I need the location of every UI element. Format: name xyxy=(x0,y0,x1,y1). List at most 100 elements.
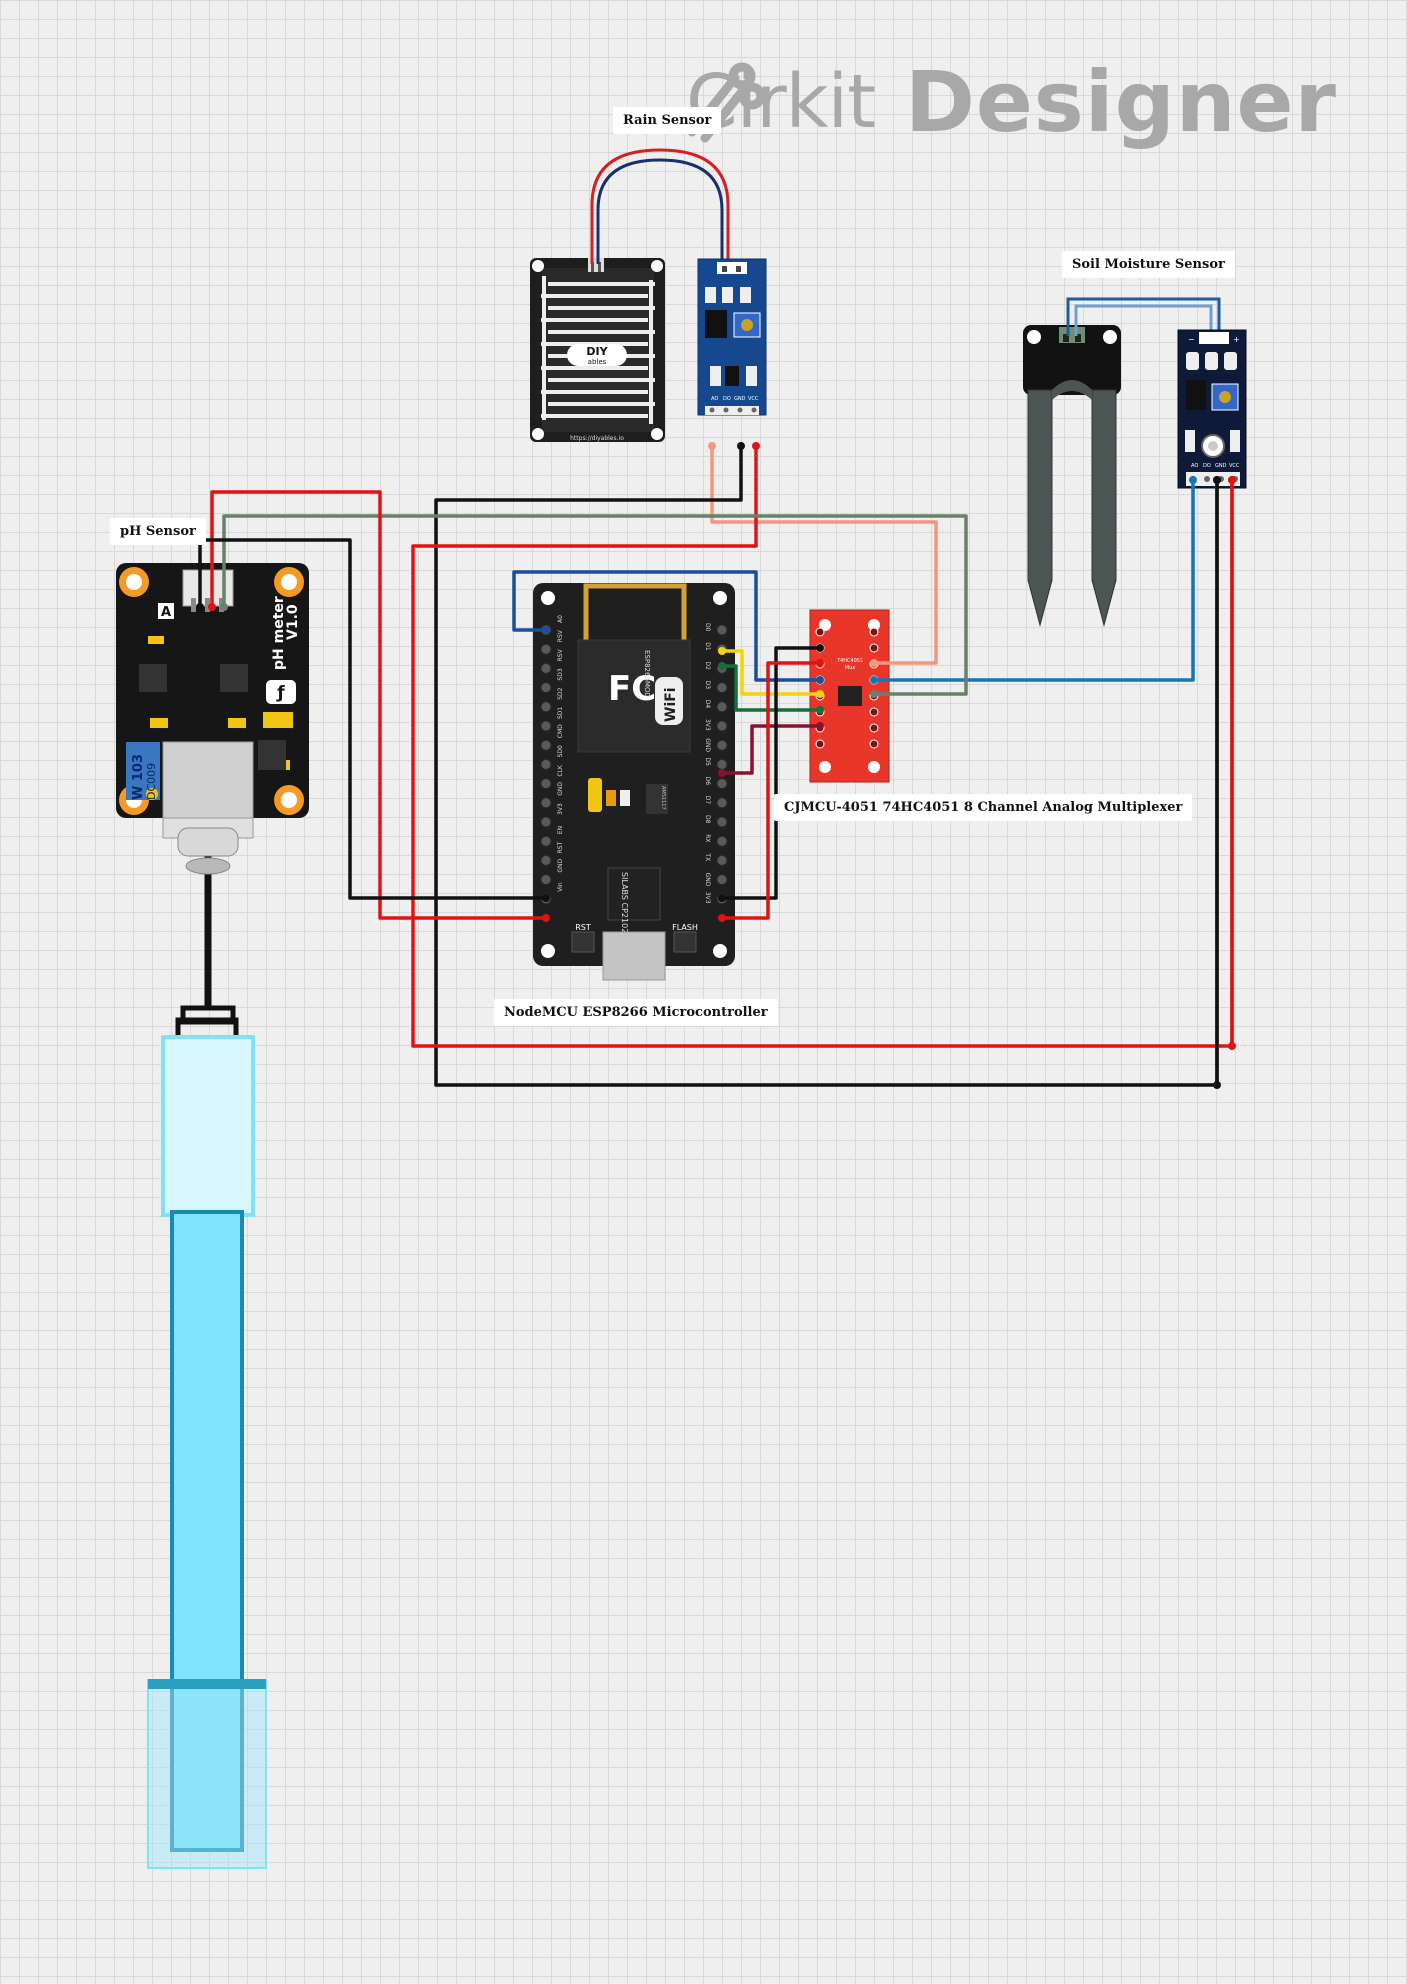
pin-label: SD0 xyxy=(557,745,564,757)
wire-mux-vcc[interactable] xyxy=(722,661,820,920)
multiplexer-label[interactable]: CJMCU-4051 74HC4051 8 Channel Analog Mul… xyxy=(774,794,1193,821)
wire-endpoint xyxy=(542,914,550,922)
wire-ph-vcc[interactable] xyxy=(210,490,546,920)
pin-d0[interactable] xyxy=(716,624,728,636)
ph-probe[interactable] xyxy=(147,855,267,1869)
wire-endpoint xyxy=(542,626,550,634)
pin-gnd[interactable] xyxy=(540,797,552,809)
mux-pin[interactable] xyxy=(869,627,879,637)
wire-mux-d1[interactable] xyxy=(722,649,820,696)
soil-sensor-label[interactable]: Soil Moisture Sensor xyxy=(1062,251,1235,278)
ph-board-version: V1.0 xyxy=(285,604,301,640)
pin-sd2[interactable] xyxy=(540,701,552,713)
dfrobot-logo-icon: ƒ xyxy=(276,683,285,703)
wire-endpoint xyxy=(870,659,878,667)
nodemcu-label[interactable]: NodeMCU ESP8266 Microcontroller xyxy=(494,999,778,1026)
wire-endpoint xyxy=(708,442,716,450)
ph-sensor-board[interactable]: A W 103 DC009 pH meter V1.0 ƒ xyxy=(116,563,309,875)
flash-button-label[interactable]: FLASH xyxy=(672,923,698,932)
pin-d6[interactable] xyxy=(716,778,728,790)
wire-endpoint xyxy=(1213,476,1221,484)
pin-en[interactable] xyxy=(540,835,552,847)
wire-soil-ao[interactable] xyxy=(874,480,1195,682)
mux-pin[interactable] xyxy=(869,643,879,653)
wire-ph-gnd[interactable] xyxy=(198,538,546,900)
wire-endpoint xyxy=(816,659,824,667)
svg-text:VCC: VCC xyxy=(1229,463,1240,469)
pin-sd1[interactable] xyxy=(540,720,552,732)
pin-label: D8 xyxy=(704,815,711,824)
pin-3v3[interactable] xyxy=(716,720,728,732)
pin-clk[interactable] xyxy=(540,778,552,790)
pin-label: 3V3 xyxy=(704,719,711,731)
pin-label: RSV xyxy=(557,648,564,661)
wire-mux-d5[interactable] xyxy=(722,724,820,775)
rain-sensor-label[interactable]: Rain Sensor xyxy=(613,107,722,134)
pin-label: D1 xyxy=(704,642,711,651)
svg-text:GND: GND xyxy=(1215,463,1227,469)
pin-sd0[interactable] xyxy=(540,758,552,770)
pin-label: GND xyxy=(704,738,711,752)
pin-cmd[interactable] xyxy=(540,739,552,751)
pin-d4[interactable] xyxy=(716,701,728,713)
pin-gnd[interactable] xyxy=(716,739,728,751)
pin-tx[interactable] xyxy=(716,854,728,866)
pin-d3[interactable] xyxy=(716,682,728,694)
pin-gnd[interactable] xyxy=(540,874,552,886)
svg-text:AO: AO xyxy=(1191,463,1198,469)
pin-d7[interactable] xyxy=(716,797,728,809)
rain-pad-brand: DIY xyxy=(586,345,608,358)
mux-pin[interactable] xyxy=(815,739,825,749)
pin-label: D2 xyxy=(704,661,711,670)
reg-chip-label: AMS1117 xyxy=(660,786,666,810)
mux-pin[interactable] xyxy=(869,723,879,733)
mux-pin[interactable] xyxy=(869,739,879,749)
pin-label: D7 xyxy=(704,796,711,805)
pin-rsv[interactable] xyxy=(540,662,552,674)
rain-sensor-pad[interactable]: DIY ables https://diyables.io xyxy=(530,258,665,442)
pin-3v3[interactable] xyxy=(540,816,552,828)
svg-text:+: + xyxy=(1233,335,1240,344)
pin-rst[interactable] xyxy=(540,854,552,866)
wire-endpoint xyxy=(542,894,550,902)
ph-pot-text: W 103 xyxy=(131,754,146,800)
svg-text:GND: GND xyxy=(734,396,746,402)
pin-label: RX xyxy=(704,834,711,842)
pin-label: EN xyxy=(557,826,564,834)
pin-label: A0 xyxy=(557,615,564,623)
nodemcu-board[interactable]: FC WiFi ESP8266MOD AMS1117 SILABS CP2102… xyxy=(533,583,735,981)
pin-label: 3V3 xyxy=(704,892,711,904)
wire-endpoint xyxy=(718,647,726,655)
wire-endpoint xyxy=(816,690,824,698)
pin-gnd[interactable] xyxy=(716,874,728,886)
mux-pin[interactable] xyxy=(869,707,879,717)
wire-rain-ao[interactable] xyxy=(710,446,938,665)
pin-rx[interactable] xyxy=(716,835,728,847)
pin-sd3[interactable] xyxy=(540,682,552,694)
soil-moisture-probe[interactable] xyxy=(1023,325,1121,627)
rain-pad-subtext: ables xyxy=(588,358,607,366)
usb-chip-label: SILABS CP2102 xyxy=(620,872,629,933)
wire-ph-signal[interactable] xyxy=(222,514,968,696)
pin-label: SD1 xyxy=(557,707,564,719)
mux-pin[interactable] xyxy=(815,627,825,637)
wire-mux-gnd[interactable] xyxy=(722,646,820,900)
pin-d8[interactable] xyxy=(716,816,728,828)
wire-endpoint xyxy=(752,442,760,450)
svg-text:−: − xyxy=(1188,335,1195,344)
pin-label: CMD xyxy=(557,724,564,738)
pin-rsv[interactable] xyxy=(540,643,552,655)
rain-pad-url: https://diyables.io xyxy=(570,435,624,442)
wire-mux-d2[interactable] xyxy=(722,664,820,712)
pin-label: D5 xyxy=(704,757,711,766)
wire-endpoint xyxy=(816,722,824,730)
ph-sensor-label[interactable]: pH Sensor xyxy=(110,518,206,545)
rst-button-label[interactable]: RST xyxy=(575,923,591,932)
pin-d5[interactable] xyxy=(716,758,728,770)
pin-label: RSV xyxy=(557,629,564,642)
pin-label: GND xyxy=(557,858,564,872)
pin-label: SD2 xyxy=(557,687,564,699)
